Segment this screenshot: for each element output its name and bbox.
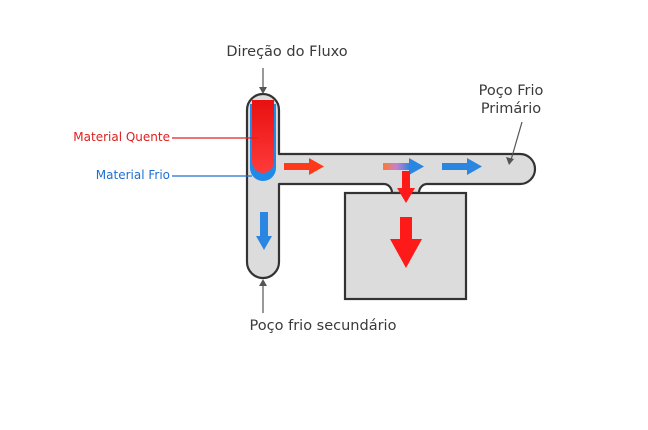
flow-direction-label: Direção do Fluxo (226, 44, 348, 60)
hot-material (252, 100, 274, 173)
flow-arrow-cavity-down (390, 217, 422, 268)
flow-arrow-cold-right (442, 158, 482, 175)
runner-channel (245, 92, 537, 280)
flow-arrow-mixed-right (383, 158, 424, 175)
flow-arrow-hot-right (284, 158, 324, 175)
hot-material-label: Material Quente (73, 130, 170, 144)
flow-arrow-gate-down (397, 171, 415, 203)
flow-arrow-cold-down (256, 212, 272, 250)
secondary-cold-well-label: Poço frio secundário (249, 318, 397, 334)
primary-cold-well-label-line2: Primário (480, 101, 542, 117)
primary-cold-well-label-line1: Poço Frio (478, 83, 544, 99)
cold-material-label: Material Frio (95, 168, 170, 182)
primary-cold-well-pointer (510, 121, 523, 161)
